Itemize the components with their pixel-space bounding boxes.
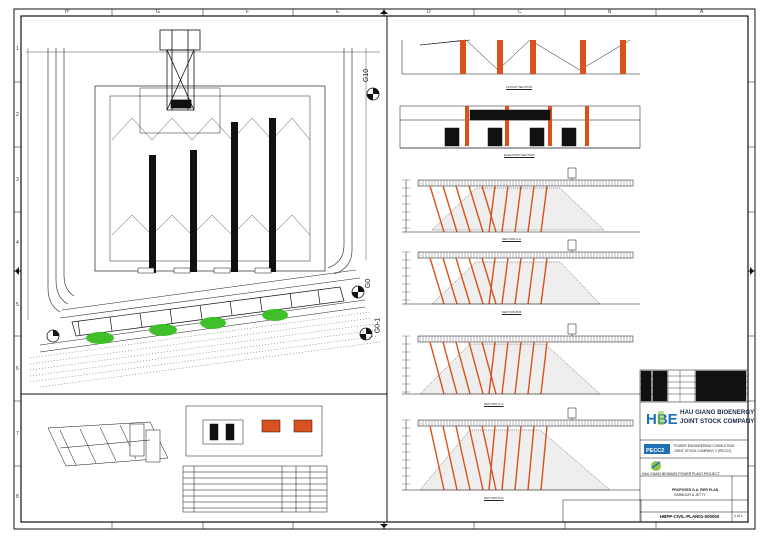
pecc2-logo-icon: PECC2 (644, 444, 670, 454)
company-name-line1: HAU GIANG BIOENERGY (680, 409, 755, 416)
company-name-line2: JOINT STOCK COMPANY (680, 418, 755, 425)
cross-sections (402, 167, 640, 491)
quantity-table (182, 465, 328, 513)
project-logo-icon (651, 461, 661, 471)
cross-section (402, 239, 640, 305)
svg-text:PECC2: PECC2 (646, 448, 664, 454)
document-number: HBPP-CIVIL-PLAN01-000000 (660, 514, 720, 519)
isometric-detail (47, 421, 169, 467)
cross-section (402, 323, 640, 395)
grid-number: 4 (16, 240, 19, 246)
grid-number: 7 (16, 431, 19, 437)
section-label: SECTION B-B (502, 310, 522, 314)
outer-border (13, 8, 756, 530)
section-label: LAYOUT SECTION (506, 85, 532, 89)
drawing-title-line1: PROPOSED G.A. PIER PLAN (672, 488, 719, 492)
grid-number: 5 (16, 302, 19, 308)
hbe-logo-icon: HBE (644, 407, 678, 429)
grid-letter: F (246, 9, 250, 15)
title-block (562, 369, 749, 523)
elevation-section (399, 105, 641, 149)
sheet-number: 1 of 1 (734, 514, 743, 518)
grid-number: 2 (16, 112, 19, 118)
grid-number: 3 (16, 177, 19, 183)
grid-letter: C (518, 9, 522, 15)
layout-section (401, 39, 640, 75)
consultant-line1: POWER ENGINEERING CONSULTING (674, 444, 735, 448)
grid-ticks (14, 9, 755, 529)
grid-letter: D (427, 9, 431, 15)
section-label: SECTION D-D (484, 496, 504, 500)
grid-letter: B (608, 9, 612, 15)
grid-letter: A (700, 9, 704, 15)
grid-label-g0: G0 (365, 278, 373, 289)
river-hatch (29, 311, 381, 388)
section-label: ELEVATION SECTION (504, 153, 535, 157)
consultant-line2: JOINT STOCK COMPANY 2 (PECC2) (674, 449, 732, 453)
cross-section (402, 167, 640, 233)
section-label: SECTION C-C (484, 402, 504, 406)
grid-number: 1 (16, 46, 19, 52)
grid-letter: G (156, 9, 160, 15)
conveyors (137, 118, 276, 274)
trees (86, 309, 288, 344)
jetty (71, 286, 345, 337)
grid-bubbles (46, 87, 380, 343)
site-plan (26, 48, 380, 353)
grid-label-g10: G10 (363, 68, 371, 83)
conveyor-tower (159, 29, 201, 111)
cross-section (402, 407, 640, 491)
drawing-title-line2: HARBOUR & JETTY (674, 493, 706, 497)
grid-letter: H (65, 9, 69, 15)
grid-label-g0-1: G0-1 (374, 317, 382, 334)
section-detail-small (185, 405, 323, 457)
grid-number: 8 (16, 494, 19, 500)
grid-letter: E (336, 9, 340, 15)
section-label: SECTION A-A (502, 237, 522, 241)
project-name: HAU GIANG BIOMASS POWER PLANT PROJECT (642, 472, 720, 476)
grid-number: 6 (16, 366, 19, 372)
